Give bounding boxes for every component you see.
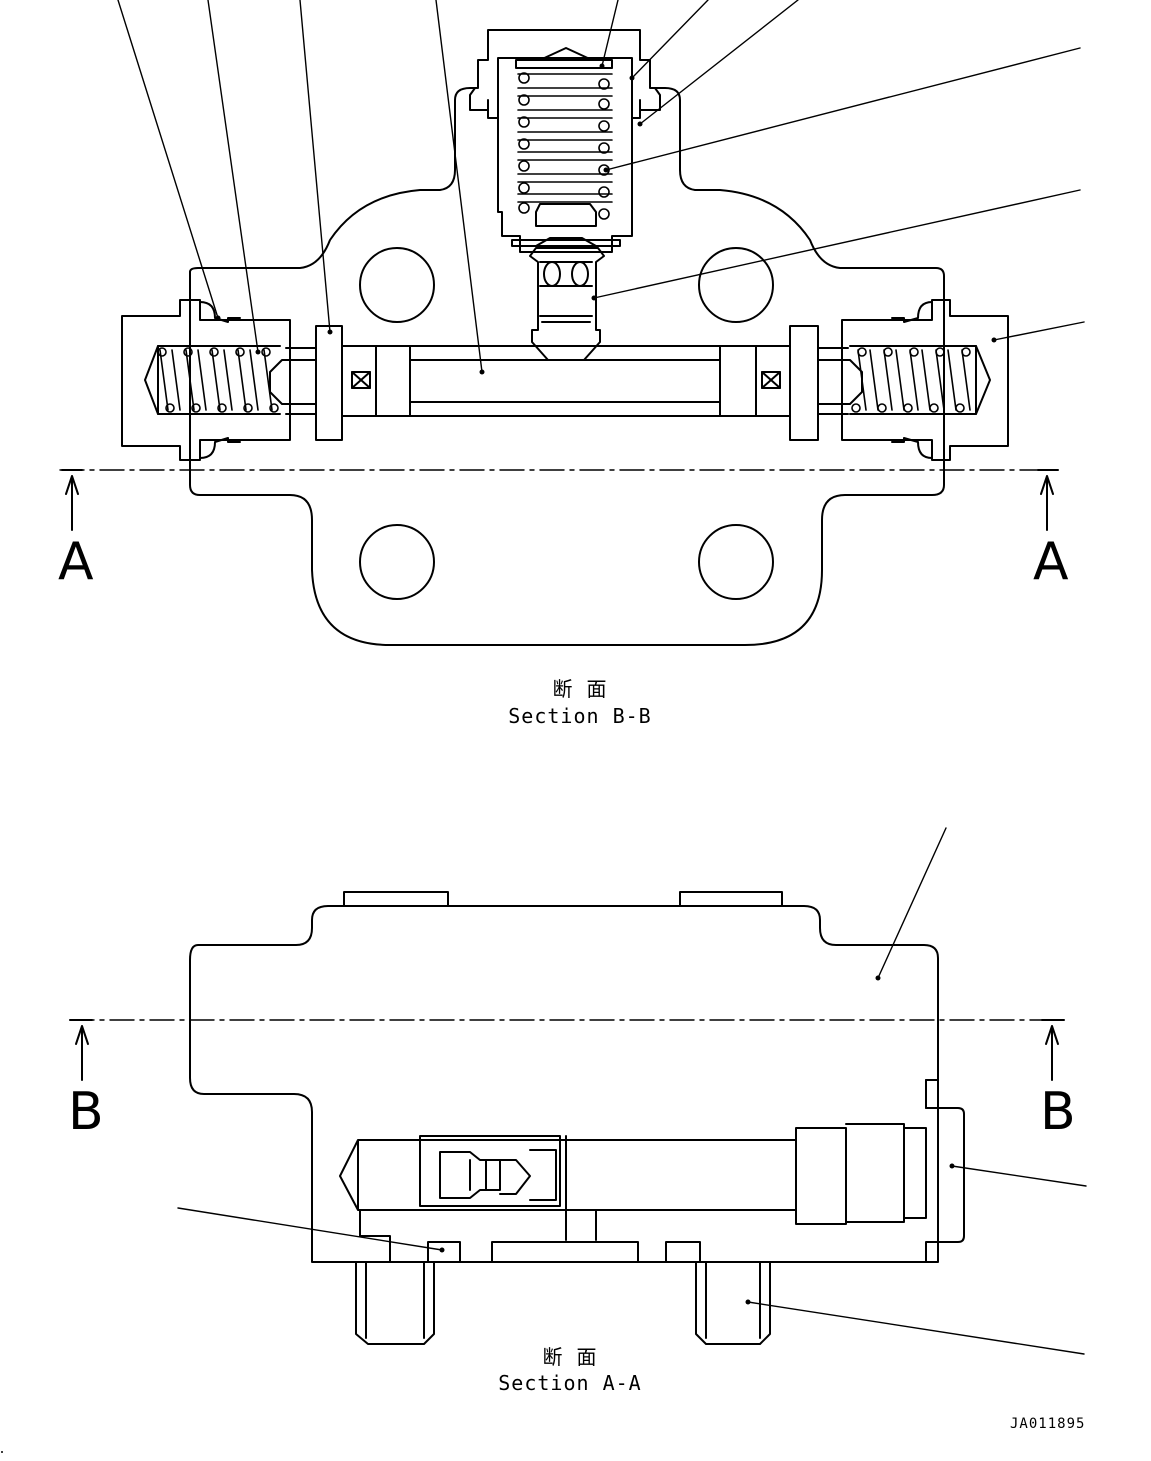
drawing-code: JA011895 <box>1010 1416 1086 1432</box>
section-aa-view <box>1 827 1087 1453</box>
cut-arrow-right-b <box>1045 1025 1059 1081</box>
leader-lines-bb <box>117 0 1085 373</box>
top-boss-left <box>343 891 449 907</box>
right-spring <box>851 347 971 413</box>
cut-label-a-right: A <box>1033 532 1069 592</box>
cut-label-b-right: B <box>1040 1082 1076 1142</box>
cut-arrow-left-a <box>65 475 79 531</box>
section-aa-caption: Section A-A <box>498 1371 642 1395</box>
section-bb-caption-jp: 断 面 <box>552 677 608 701</box>
fitting <box>795 1127 847 1225</box>
bottom-stud-right <box>695 1261 771 1345</box>
section-bb-caption: Section B-B <box>508 704 652 728</box>
relief-valve-cap <box>497 57 633 253</box>
block-outline <box>189 905 939 1263</box>
relief-spring <box>517 67 613 220</box>
mounting-hole-bottom-left <box>359 524 435 600</box>
cut-arrow-right-a <box>1040 475 1054 531</box>
cut-label-b-left: B <box>68 1082 104 1142</box>
cut-arrow-left-b <box>75 1025 89 1081</box>
section-aa-caption-jp: 断 面 <box>542 1345 598 1369</box>
leader-lines-aa <box>177 827 1087 1355</box>
top-boss-right <box>679 891 783 907</box>
bottom-stud-left <box>355 1261 435 1345</box>
mounting-hole-top-right <box>698 247 774 323</box>
left-end-plug <box>121 299 291 461</box>
section-bb-view <box>59 0 1085 646</box>
valve-body-lower <box>189 467 945 646</box>
mounting-hole-top-left <box>359 247 435 323</box>
leader-dots-bb <box>215 63 997 375</box>
poppet <box>535 203 597 227</box>
mounting-hole-bottom-right <box>698 524 774 600</box>
leader-dots-aa <box>439 975 955 1305</box>
valve-body-outline <box>189 29 945 469</box>
cut-label-a-left: A <box>58 532 94 592</box>
spool <box>341 345 791 417</box>
left-spring <box>157 347 279 413</box>
right-end-plug <box>841 299 1009 461</box>
